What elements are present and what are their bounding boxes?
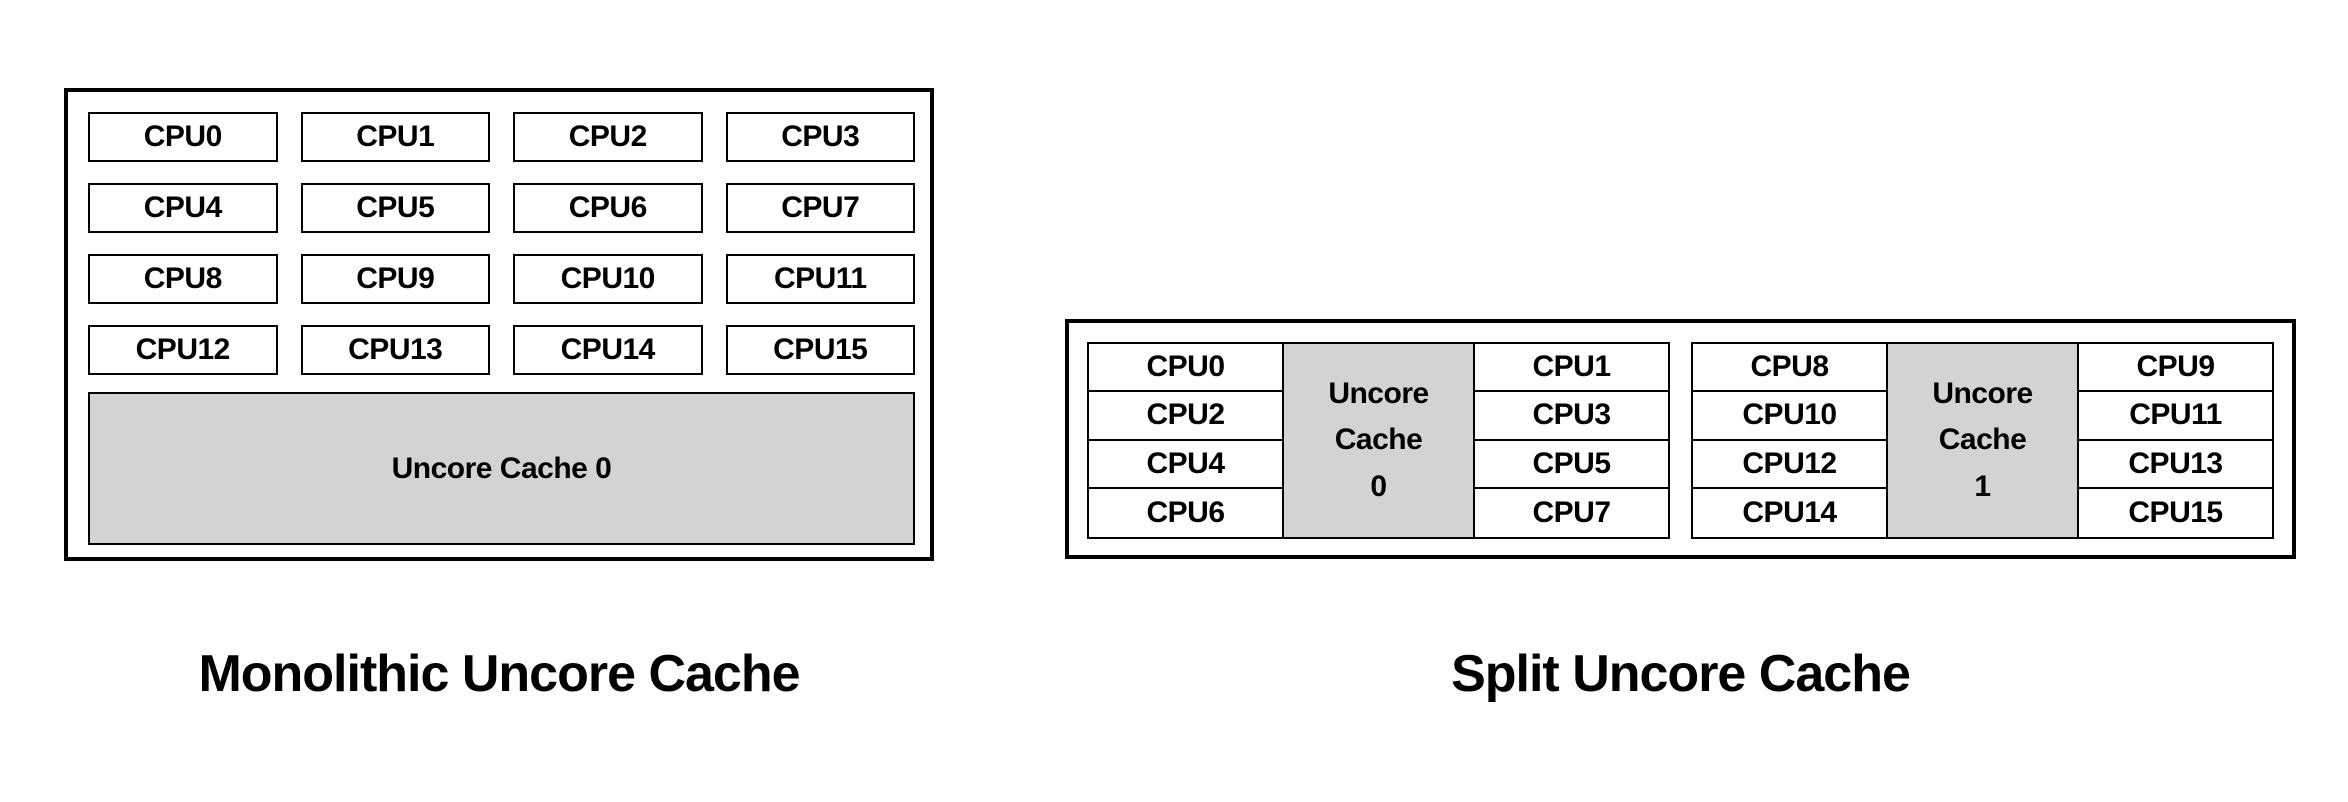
split-group-1: Uncore Cache 1 CPU8 CPU10 CPU12 CPU14 CP… (1691, 342, 2274, 539)
cpu-cell: CPU3 (1475, 392, 1668, 441)
monolithic-caption: Monolithic Uncore Cache (198, 645, 800, 703)
cache-line: Cache (1938, 423, 2027, 457)
cpu-box: CPU11 (725, 254, 915, 304)
cpu-cell: CPU9 (2079, 344, 2272, 393)
cpu-box: CPU10 (513, 254, 703, 304)
cpu-cell: CPU11 (2079, 392, 2272, 441)
cpu-box: CPU6 (513, 183, 703, 233)
cache-line: 0 (1370, 469, 1387, 503)
cpu-cell: CPU0 (1089, 344, 1282, 393)
cpu-box: CPU3 (725, 112, 915, 162)
cpu-cell: CPU7 (1532, 495, 1611, 529)
cpu-box: CPU8 (88, 254, 278, 304)
cpu-cell: CPU12 (1693, 441, 1886, 489)
split-cache-diagram: Uncore Cache 0 CPU0 CPU2 CPU4 CPU6 CPU1 … (1065, 319, 2296, 559)
cpu-cell: CPU8 (1693, 344, 1886, 393)
cpu-grid: CPU0 CPU1 CPU2 CPU3 CPU4 CPU5 CPU6 CPU7 … (88, 112, 915, 375)
cpu-cell: CPU15 (2128, 495, 2223, 529)
cpu-box: CPU5 (300, 183, 490, 233)
cpu-cell: CPU13 (2079, 441, 2272, 489)
cpu-box: CPU0 (88, 112, 278, 162)
cpu-box: CPU15 (725, 325, 915, 375)
cpu-box: CPU13 (300, 325, 490, 375)
cpu-box: CPU9 (300, 254, 490, 304)
cache-line: Uncore (1932, 376, 2033, 410)
uncore-cache-0-cell: Uncore Cache 0 (1282, 344, 1475, 537)
split-group-0: Uncore Cache 0 CPU0 CPU2 CPU4 CPU6 CPU1 … (1087, 342, 1670, 539)
cpu-box: CPU14 (513, 325, 703, 375)
monolithic-cache-diagram: CPU0 CPU1 CPU2 CPU3 CPU4 CPU5 CPU6 CPU7 … (64, 88, 934, 561)
cpu-box: CPU12 (88, 325, 278, 375)
cpu-box: CPU2 (513, 112, 703, 162)
uncore-cache-0-box: Uncore Cache 0 (88, 392, 915, 545)
cpu-cell: CPU2 (1089, 392, 1282, 441)
cpu-box: CPU7 (725, 183, 915, 233)
cpu-cell: CPU14 (1742, 495, 1837, 529)
split-caption: Split Uncore Cache (1451, 645, 1911, 703)
cpu-cell: CPU4 (1089, 441, 1282, 489)
cache-line: 1 (1974, 469, 1991, 503)
cpu-cell: CPU6 (1146, 495, 1225, 529)
cpu-cell: CPU10 (1693, 392, 1886, 441)
cpu-cell: CPU5 (1475, 441, 1668, 489)
cpu-cell: CPU1 (1475, 344, 1668, 393)
cache-line: Cache (1334, 423, 1423, 457)
uncore-cache-1-cell: Uncore Cache 1 (1886, 344, 2079, 537)
cpu-box: CPU1 (300, 112, 490, 162)
cpu-box: CPU4 (88, 183, 278, 233)
cache-line: Uncore (1328, 376, 1429, 410)
